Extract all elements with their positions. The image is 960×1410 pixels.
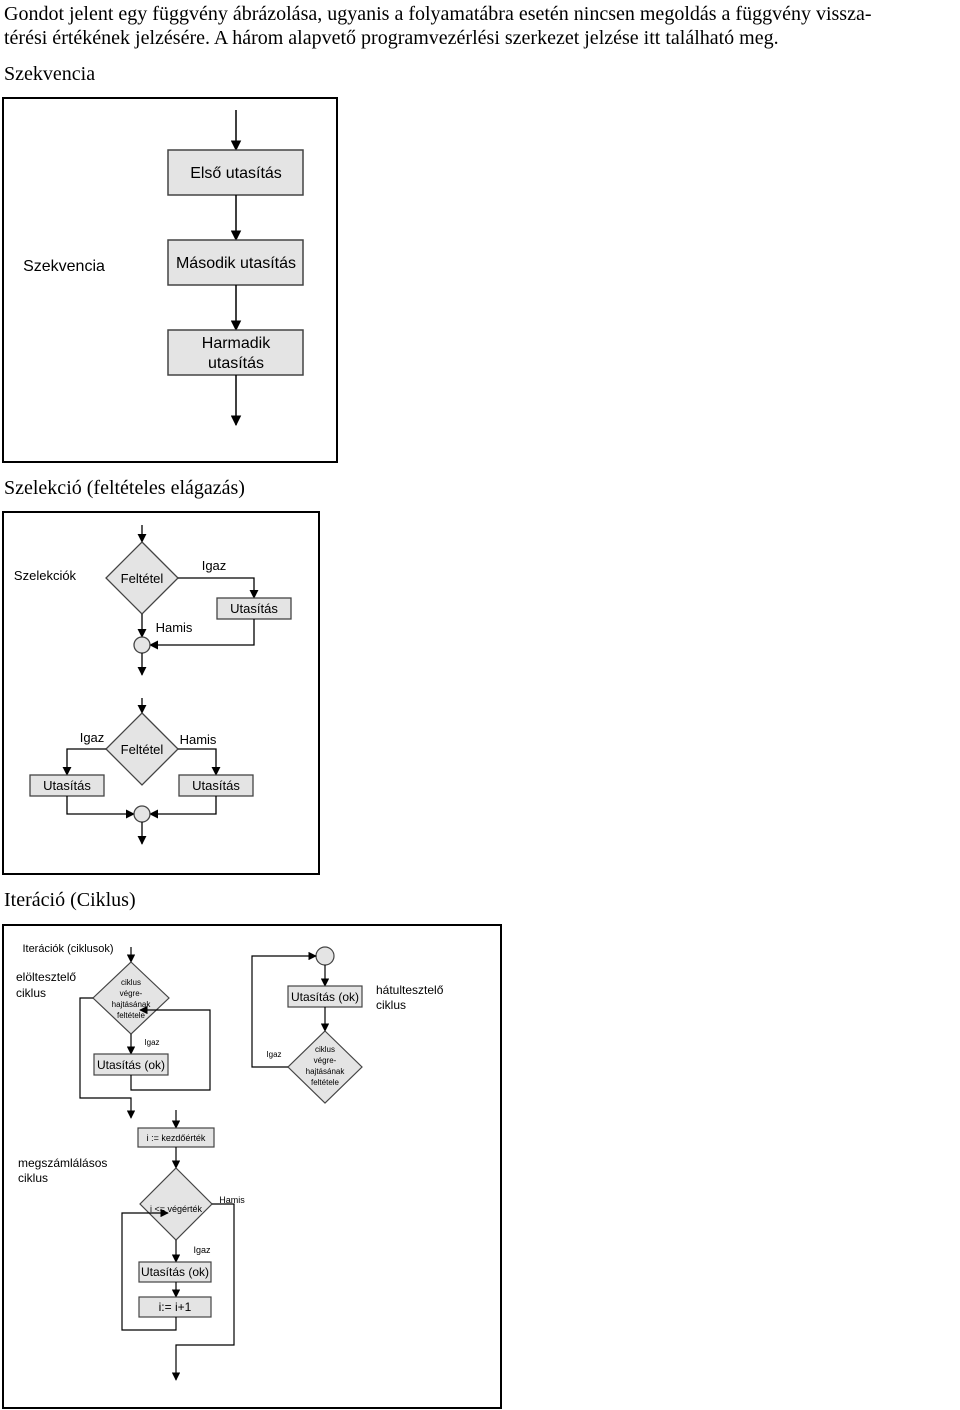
pretest-statement-label: Utasítás (ok) — [97, 1058, 165, 1072]
iteration-diagram: Iterációk (ciklusok) elöltesztelő ciklus… — [2, 924, 502, 1409]
ifelse-false-statement-label: Utasítás — [192, 778, 240, 793]
if-false-label: Hamis — [156, 620, 193, 635]
counting-increment-label: i:= i+1 — [159, 1300, 192, 1314]
if-true-label: Igaz — [202, 558, 227, 573]
counting-increment-box — [138, 1296, 212, 1318]
pretest-true-label: Igaz — [144, 1038, 159, 1047]
posttest-condition-diamond — [287, 1030, 363, 1104]
sequence-label: Szekvencia — [23, 258, 105, 275]
posttest-label-2: ciklus — [376, 998, 406, 1012]
ifelse-false-label: Hamis — [180, 732, 217, 747]
iteration-label: Iterációk (ciklusok) — [22, 943, 113, 955]
counting-label-2: ciklus — [18, 1171, 48, 1185]
posttest-cond-3: hajtásának — [306, 1067, 346, 1076]
if-statement-label: Utasítás — [230, 601, 278, 616]
ifelse-condition-diamond — [105, 712, 179, 786]
sequence-heading: Szekvencia — [4, 63, 96, 85]
third-statement-label-1: Harmadik — [202, 335, 271, 352]
posttest-cond-2: végre- — [314, 1056, 337, 1065]
pretest-label-2: ciklus — [16, 986, 46, 1000]
iteration-heading: Iteráció (Ciklus) — [4, 889, 136, 911]
second-statement-label: Második utasítás — [176, 255, 296, 272]
pretest-cond-3: hajtásának — [112, 1000, 152, 1009]
if-join-node — [133, 636, 151, 654]
ifelse-false-join — [149, 796, 217, 819]
pretest-loop-back — [130, 1005, 211, 1091]
posttest-join-node — [315, 946, 335, 966]
intro-paragraph: Gondot jelent egy függvény ábrázolása, u… — [4, 2, 956, 50]
counting-loop-back — [121, 1208, 177, 1331]
third-statement-label-2: utasítás — [208, 355, 264, 372]
counting-false-label: Hamis — [219, 1195, 245, 1205]
posttest-statement-label: Utasítás (ok) — [291, 990, 359, 1004]
first-statement-label: Első utasítás — [190, 165, 282, 182]
posttest-cond-1: ciklus — [315, 1045, 335, 1054]
counting-true-label: Igaz — [193, 1245, 211, 1255]
counting-init-label: i := kezdőérték — [147, 1133, 206, 1143]
counting-statement-box — [138, 1261, 212, 1283]
ifelse-true-label: Igaz — [80, 730, 105, 745]
posttest-label-1: hátultesztelő — [376, 983, 444, 997]
ifelse-true-join — [66, 796, 135, 819]
first-statement-box — [167, 149, 304, 196]
ifelse-false-path — [178, 748, 221, 776]
posttest-cond-4: feltétele — [311, 1078, 340, 1087]
ifelse-join-node — [133, 805, 151, 823]
selection-label: Szelekciók — [14, 568, 77, 583]
pretest-cond-1: ciklus — [121, 978, 141, 987]
pretest-cond-4: feltétele — [117, 1011, 146, 1020]
third-statement-box — [167, 329, 304, 376]
posttest-true-label: Igaz — [266, 1050, 281, 1059]
second-statement-box — [167, 239, 304, 286]
selection-heading: Szelekció (feltételes elágazás) — [4, 477, 245, 499]
intro-line-1: Gondot jelent egy függvény ábrázolása, u… — [4, 3, 872, 25]
if-join-path — [149, 619, 255, 650]
if-true-path — [178, 577, 259, 599]
ifelse-true-statement-label: Utasítás — [43, 778, 91, 793]
counting-statement-label: Utasítás (ok) — [141, 1265, 209, 1279]
selection-diagram: Szelekciók Feltétel Igaz Utasítás Hamis … — [2, 511, 320, 875]
pretest-label-1: elöltesztelő — [16, 970, 76, 984]
counting-exit-path — [171, 1203, 235, 1381]
pretest-cond-2: végre- — [120, 989, 143, 998]
counting-label-1: megszámlálásos — [18, 1156, 107, 1170]
ifelse-condition-label: Feltétel — [121, 742, 164, 757]
sequence-diagram: Szekvencia Első utasítás Második utasítá… — [2, 97, 338, 463]
if-condition-label: Feltétel — [121, 571, 164, 586]
ifelse-true-path — [62, 748, 106, 776]
posttest-loop-back — [251, 951, 317, 1068]
counting-condition-label: i <= végérték — [150, 1204, 203, 1214]
intro-line-2: térési értékének jelzésére. A három alap… — [4, 27, 779, 49]
pretest-exit-path — [79, 997, 136, 1119]
